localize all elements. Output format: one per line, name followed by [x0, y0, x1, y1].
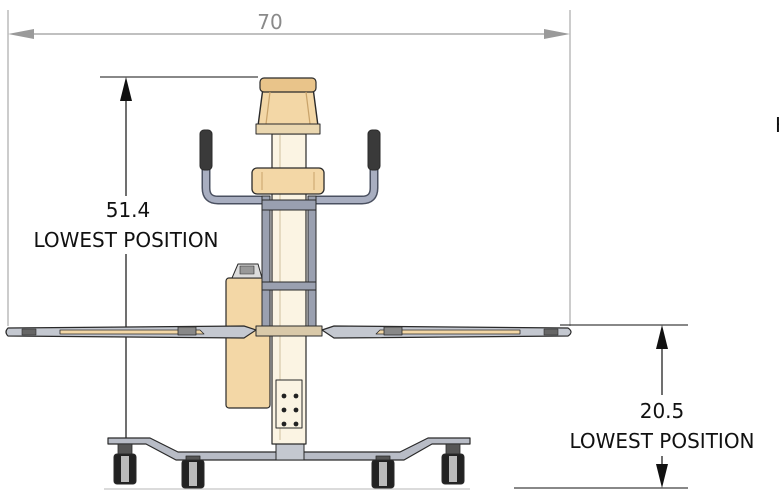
height-note: LOWEST POSITION	[33, 228, 218, 252]
base-height-dimension: 20.5 LOWEST POSITION	[514, 324, 755, 489]
width-arrow-left	[8, 29, 34, 39]
height-dimension: 51.4 LOWEST POSITION	[33, 76, 258, 468]
top-head-unit	[255, 77, 321, 135]
handle-grips	[199, 129, 381, 171]
caster-wheels	[113, 443, 465, 489]
caster-wheel	[181, 455, 205, 489]
right-tray	[321, 325, 572, 339]
height-arrow-top	[120, 77, 132, 101]
height-value: 51.4	[106, 198, 151, 222]
base-height-arrow-top	[656, 325, 668, 349]
width-value: 70	[257, 10, 282, 34]
edge-text-fragment: H	[775, 113, 779, 137]
lift-frame	[255, 195, 323, 337]
base-height-note: LOWEST POSITION	[569, 429, 754, 453]
caster-wheel	[441, 443, 465, 485]
base-height-arrow-bottom	[656, 464, 668, 488]
battery-box	[225, 263, 271, 409]
width-dimension: 70	[7, 10, 571, 326]
chest-collar	[251, 167, 325, 195]
left-tray	[5, 325, 257, 339]
width-arrow-right	[544, 29, 570, 39]
handlebar-arms	[201, 163, 379, 205]
caster-wheel	[371, 455, 395, 489]
base-height-value: 20.5	[640, 399, 685, 423]
caster-wheel	[113, 443, 137, 485]
stander-machine	[5, 77, 572, 489]
